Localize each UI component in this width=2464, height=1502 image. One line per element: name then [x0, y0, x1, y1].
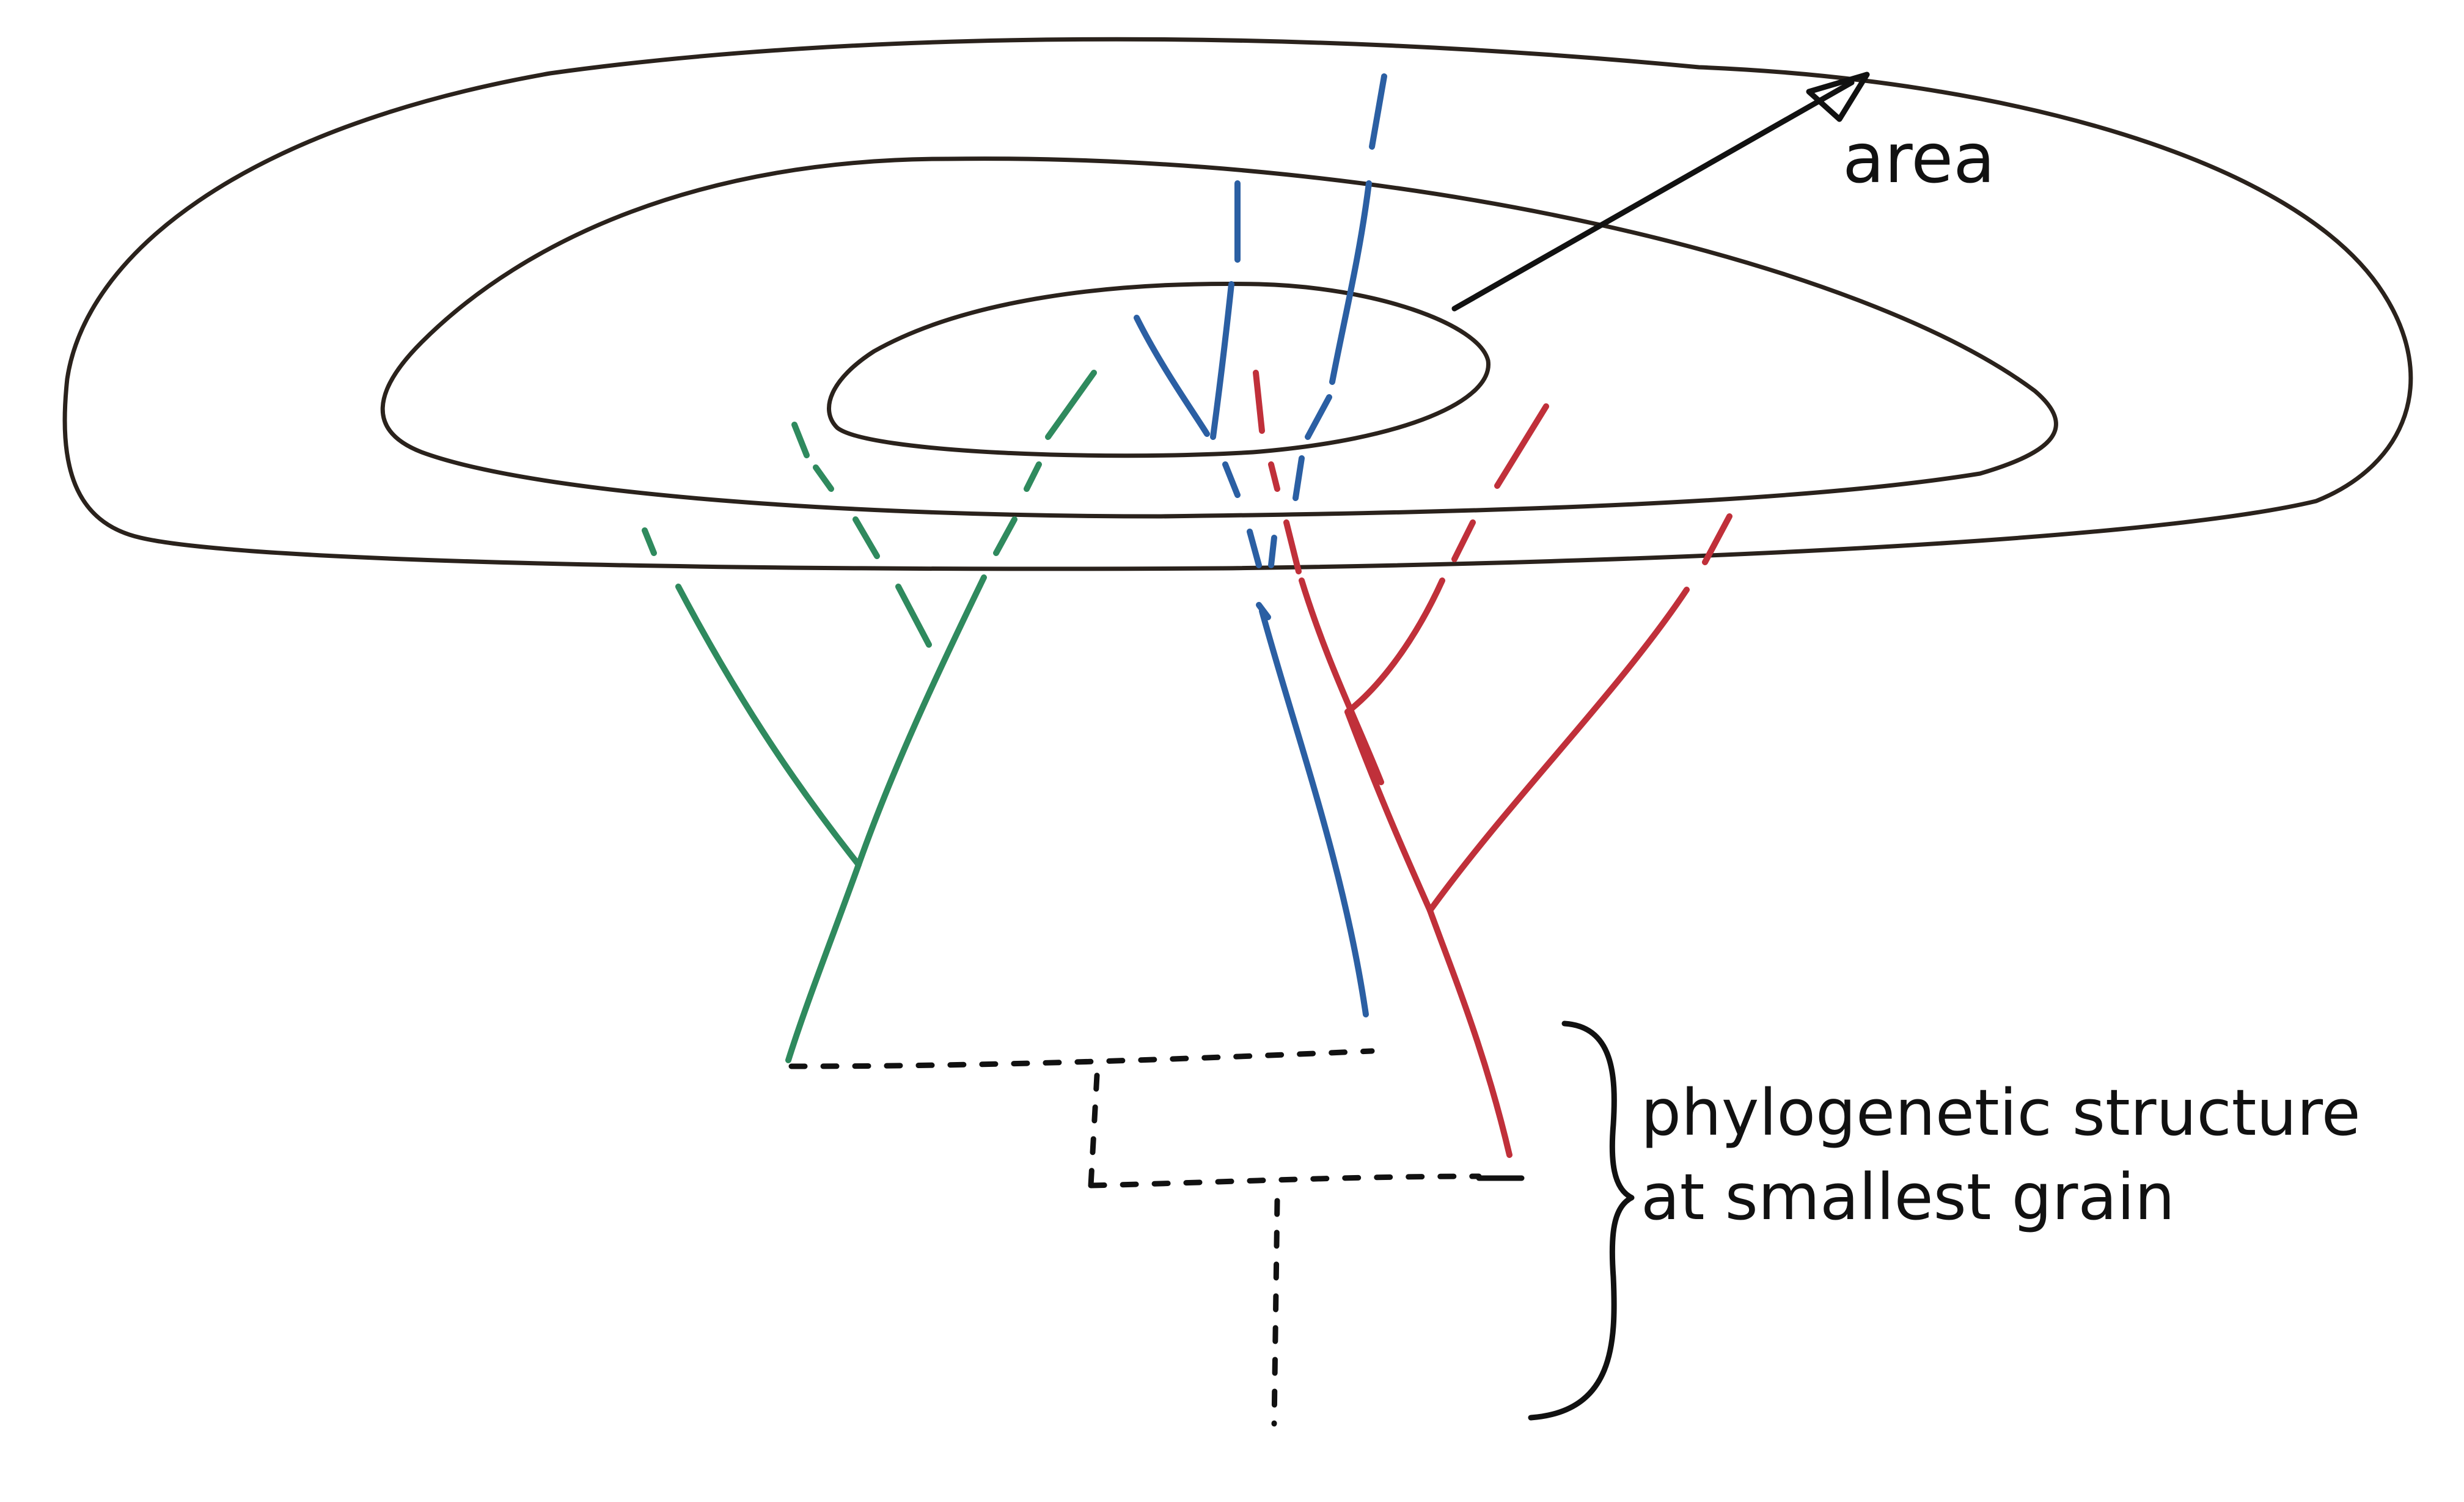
red-tip-3	[1283, 519, 1302, 574]
red-tip-6	[1702, 513, 1733, 565]
blue-tip-4	[1210, 281, 1234, 440]
red-lineage	[1253, 370, 1733, 1158]
red-branch-a	[1344, 577, 1445, 715]
red-stem-upper	[1299, 577, 1384, 785]
green-tip-8	[993, 516, 1018, 556]
red-tip-5	[1451, 519, 1476, 562]
green-tip-7	[1024, 461, 1042, 492]
blue-tip-1	[1369, 73, 1387, 150]
green-branch-left	[675, 584, 862, 868]
green-tip-3	[813, 464, 834, 492]
blue-tip-11	[1256, 602, 1271, 620]
green-stem	[785, 862, 862, 1063]
blue-tip-9	[1247, 529, 1262, 568]
arrow-icon	[1451, 71, 1870, 312]
area-label: area	[1843, 119, 1995, 199]
green-lineage	[642, 370, 1097, 1063]
smallest-grain-label: at smallest grain	[1641, 1160, 2175, 1234]
arrow-shaft	[1451, 79, 1855, 312]
green-branch-right	[856, 574, 987, 868]
curly-brace-icon	[1528, 1020, 1635, 1421]
blue-tip-2	[1329, 180, 1372, 385]
area-contours	[62, 37, 2413, 571]
middle-contour	[380, 156, 2058, 519]
green-tip-2	[791, 422, 810, 458]
red-branch-b	[1427, 587, 1690, 914]
blue-stem	[1259, 608, 1369, 1017]
outer-contour	[62, 37, 2413, 571]
dashed-phylogeny	[788, 1048, 1482, 1427]
red-stem-lower	[1427, 907, 1513, 1158]
blue-tip-8	[1222, 461, 1241, 498]
dashed-connector-top	[788, 1048, 1375, 1069]
phylogenetic-structure-label: phylogenetic structure	[1641, 1075, 2361, 1150]
green-tip-6	[1045, 370, 1097, 440]
dashed-drop	[1088, 1072, 1100, 1189]
red-stem-mid	[1344, 709, 1433, 914]
arrow-head	[1806, 71, 1870, 122]
blue-tip-6	[1305, 394, 1332, 440]
dashed-root	[1271, 1198, 1280, 1427]
inner-contour	[827, 281, 1491, 458]
red-tip-1	[1253, 370, 1265, 434]
blue-tip-10	[1268, 535, 1277, 568]
green-tip-1	[642, 527, 657, 556]
blue-tip-7	[1292, 455, 1305, 501]
blue-tip-5	[1134, 315, 1210, 437]
red-tip-2	[1268, 461, 1280, 492]
dashed-connector-bottom	[1088, 1173, 1482, 1189]
green-tip-5	[895, 584, 932, 648]
red-tip-4	[1494, 403, 1549, 489]
blue-lineage	[1134, 73, 1387, 1017]
green-tip-4	[853, 516, 880, 559]
